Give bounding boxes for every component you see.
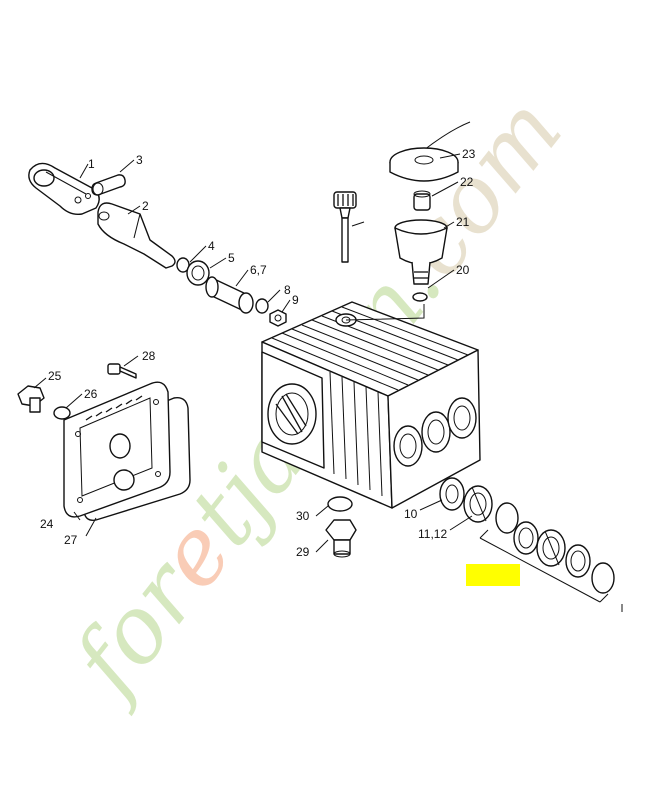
callout-11-12: 11,12 — [418, 527, 447, 541]
callout-1: 1 — [88, 157, 95, 171]
callout-9: 9 — [292, 293, 299, 307]
callout-29: 29 — [296, 545, 310, 559]
callout-10: 10 — [404, 507, 418, 521]
callout-2: 2 — [142, 199, 149, 213]
callout-28: 28 — [142, 349, 156, 363]
part-25-plug — [17, 385, 45, 413]
part-29-plug — [325, 519, 357, 558]
seal-ring-e — [591, 562, 615, 594]
part-23-cap — [389, 121, 471, 182]
callout-30: 30 — [296, 509, 310, 523]
dipstick — [333, 191, 357, 263]
highlight-box — [466, 564, 520, 586]
callout-labels: 1 3 2 4 5 6,7 8 9 23 22 21 20 10 11,12 2… — [40, 147, 476, 559]
callout-25: 25 — [48, 369, 62, 383]
part-9-nut — [269, 309, 287, 327]
callout-8: 8 — [284, 283, 291, 297]
part-20-oring — [412, 292, 428, 302]
callout-23: 23 — [462, 147, 476, 161]
part-2-rod — [97, 202, 176, 269]
part-6-7-sleeve — [205, 276, 254, 314]
callout-22: 22 — [460, 175, 474, 189]
callout-4: 4 — [208, 239, 215, 253]
part-1-lever — [28, 162, 100, 216]
part-26-oring — [53, 406, 71, 420]
seal-stack-bracket — [479, 529, 609, 603]
callout-6-7: 6,7 — [250, 263, 267, 277]
part-10-seal — [439, 477, 465, 511]
seal-ring-d — [565, 544, 591, 578]
callout-21: 21 — [456, 215, 470, 229]
callout-3: 3 — [136, 153, 143, 167]
callout-27: 27 — [64, 533, 78, 547]
part-30-oring — [327, 496, 353, 512]
part-8-ring — [255, 298, 269, 314]
callout-5: 5 — [228, 251, 235, 265]
part-21-filter — [394, 219, 448, 285]
part-28-screw — [107, 363, 137, 379]
seal-ring-a — [495, 502, 519, 534]
part-5-washer — [186, 260, 210, 286]
callout-24: 24 — [40, 517, 54, 531]
part-24-cover — [63, 381, 171, 518]
callout-26: 26 — [84, 387, 98, 401]
seal-ring-c — [536, 529, 566, 567]
part-3-pin — [91, 174, 126, 196]
pump-housing — [261, 301, 481, 509]
seal-ring-b — [513, 521, 539, 555]
part-11-12-seal — [463, 485, 493, 523]
callout-20: 20 — [456, 263, 470, 277]
part-22-plug — [413, 190, 431, 211]
leader-lines — [33, 153, 623, 612]
